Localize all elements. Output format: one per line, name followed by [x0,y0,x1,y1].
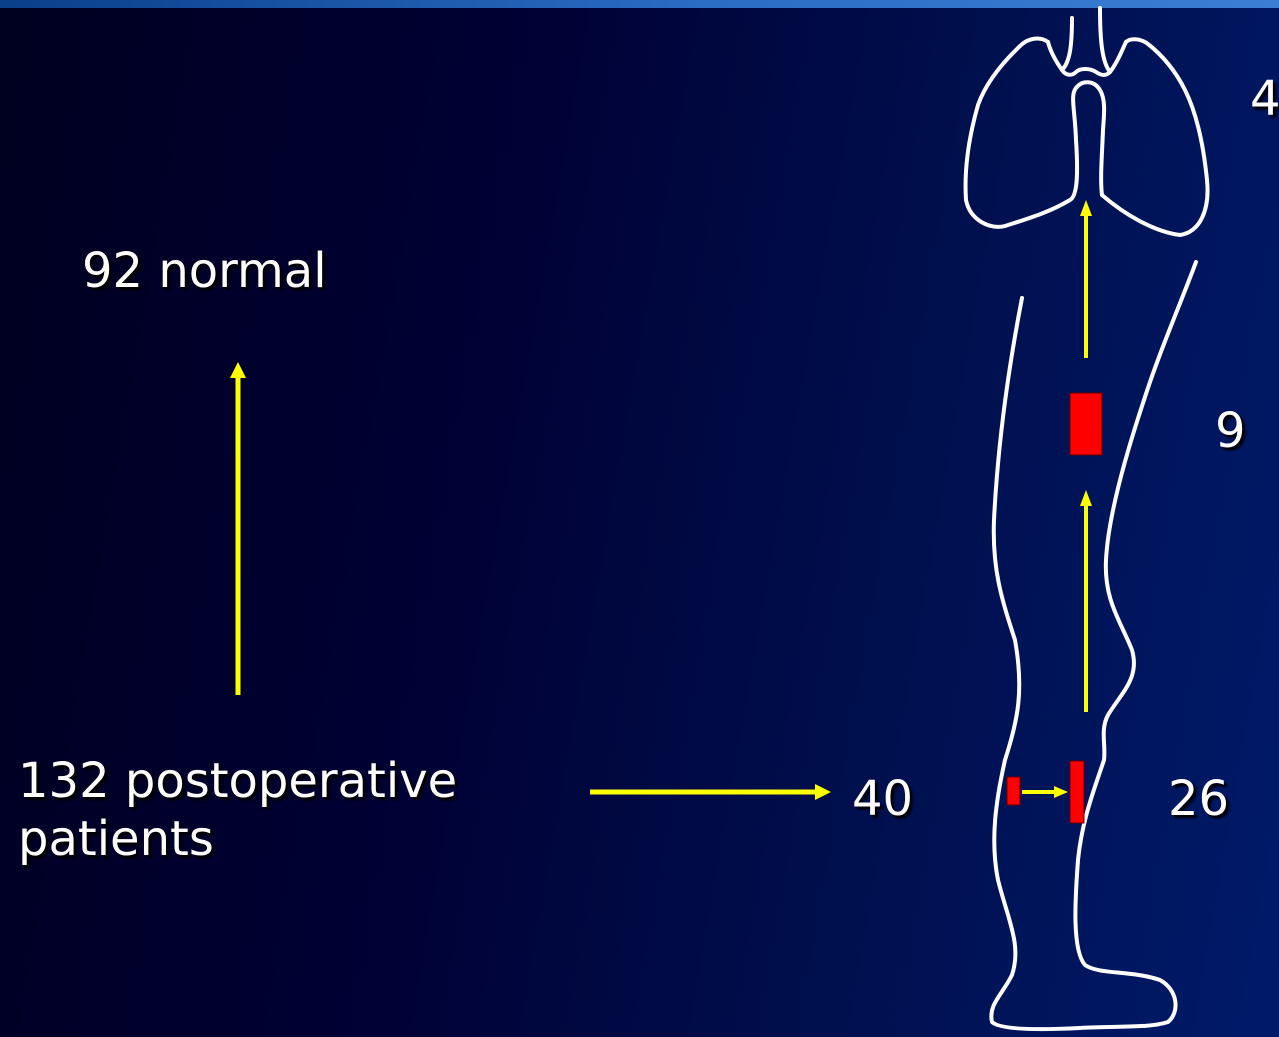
pulmonary-embolism-count: 4 [1250,70,1279,128]
arrow-distal-to-proximal-calf [1022,786,1068,798]
proximal-calf-count: 26 [1168,770,1229,828]
lungs-outline [966,8,1208,235]
postoperative-line-2: patients [18,810,457,868]
thigh-extension-count: 9 [1215,402,1246,460]
arrow-to-normal [230,362,246,695]
leg-outline [991,262,1196,1029]
postoperative-patients-label: 132 postoperative patients [18,752,457,868]
clot-thigh [1070,393,1102,455]
arrow-calf-to-thigh [1080,490,1092,712]
clot-proximal-calf [1070,761,1084,823]
arrow-thigh-to-lungs [1080,200,1092,358]
normal-count-label: 92 normal [82,242,327,300]
calf-thrombosis-count: 40 [852,770,913,828]
clot-distal-calf [1007,777,1020,805]
postoperative-line-1: 132 postoperative [18,752,457,810]
arrow-to-calf-thrombosis [590,784,831,800]
